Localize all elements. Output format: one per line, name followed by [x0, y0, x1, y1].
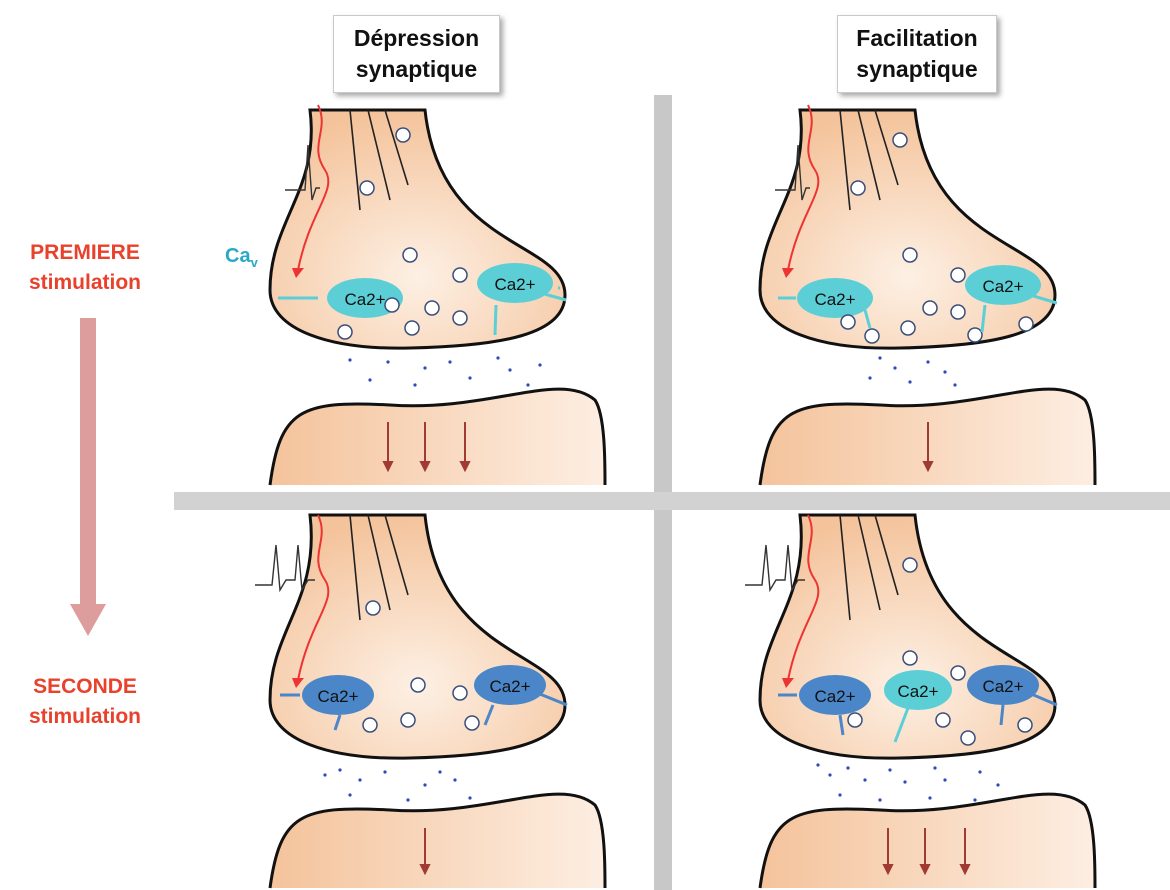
- calcium-label: Ca2+: [982, 277, 1023, 296]
- depression-title-line1: Dépression: [334, 23, 499, 54]
- row-separator: [174, 492, 1170, 510]
- calcium-label: Ca2+: [344, 290, 385, 309]
- depression-title: Dépression synaptique: [333, 15, 500, 93]
- calcium-label: Ca2+: [814, 290, 855, 309]
- calcium-label: Ca2+: [982, 677, 1023, 696]
- panel-depression-second: Ca2+ Ca2+: [210, 510, 650, 890]
- facilitation-title-line2: synaptique: [838, 54, 996, 85]
- second-stimulation-label: SECONDE stimulation: [0, 672, 170, 732]
- second-stimulation-line1: SECONDE: [0, 672, 170, 702]
- panel-depression-first: Ca2+ Ca2+: [210, 100, 650, 490]
- second-stimulation-line2: stimulation: [0, 702, 170, 732]
- facilitation-title-line1: Facilitation: [838, 23, 996, 54]
- first-stimulation-line1: PREMIERE: [0, 238, 170, 268]
- first-stimulation-line2: stimulation: [0, 268, 170, 298]
- calcium-label: Ca2+: [897, 682, 938, 701]
- panel-facilitation-second: Ca2+ Ca2+ Ca2+: [700, 510, 1140, 890]
- stimulation-sequence-arrow-icon: [70, 318, 106, 638]
- panel-facilitation-first: Ca2+ Ca2+: [700, 100, 1140, 490]
- calcium-label: Ca2+: [814, 687, 855, 706]
- calcium-label: Ca2+: [489, 677, 530, 696]
- calcium-label: Ca2+: [494, 275, 535, 294]
- first-stimulation-label: PREMIERE stimulation: [0, 238, 170, 298]
- facilitation-title: Facilitation synaptique: [837, 15, 997, 93]
- depression-title-line2: synaptique: [334, 54, 499, 85]
- calcium-label: Ca2+: [317, 687, 358, 706]
